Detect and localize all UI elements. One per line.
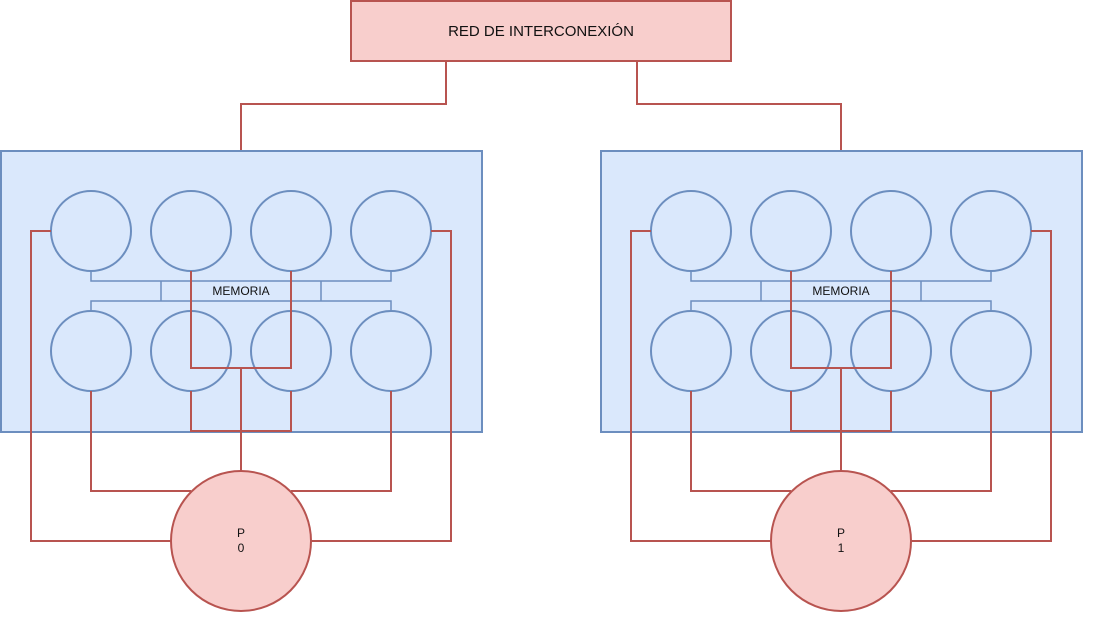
processor-wire <box>241 271 292 369</box>
memory-bus-spine-0 <box>160 281 322 301</box>
interconnection-network-label: RED DE INTERCONEXIÓN <box>448 23 634 40</box>
memory-bank <box>750 190 832 272</box>
memory-bank <box>250 190 332 272</box>
memory-bank <box>350 190 432 272</box>
interconnection-network-box <box>350 0 732 62</box>
memory-bank <box>850 190 932 272</box>
processor-id-1: 1 <box>838 541 845 555</box>
processor-id-0: 0 <box>238 541 245 555</box>
memory-bank <box>50 190 132 272</box>
network-link-node-0 <box>240 61 447 151</box>
processor-prefix-0: P <box>237 526 245 540</box>
processor-wire <box>891 391 992 492</box>
memory-bank <box>950 310 1032 392</box>
interconnection-network: RED DE INTERCONEXIÓN <box>350 0 732 62</box>
memory-label-0: MEMORIA <box>212 284 269 298</box>
processor-wire <box>30 230 171 542</box>
processor-wire <box>190 271 241 369</box>
memory-label-1: MEMORIA <box>812 284 869 298</box>
processor-wire <box>311 230 452 542</box>
node-1: MEMORIA P 1 <box>600 150 1083 612</box>
processor-wire <box>630 230 771 542</box>
processor-prefix-1: P <box>837 526 845 540</box>
processor-wire <box>291 391 392 492</box>
processor-wire <box>790 271 841 369</box>
node-0: MEMORIA P 0 <box>0 150 483 612</box>
memory-bank <box>650 190 732 272</box>
processor-wire <box>911 230 1052 542</box>
processor-wire <box>90 391 191 492</box>
memory-bus-spine-1 <box>760 281 922 301</box>
processor-wire <box>841 271 892 369</box>
network-link-node-1 <box>636 61 842 151</box>
processor-0 <box>170 470 312 612</box>
memory-bank <box>150 190 232 272</box>
memory-bank <box>650 310 732 392</box>
processor-wire <box>690 391 791 492</box>
processor-1 <box>770 470 912 612</box>
memory-bank <box>50 310 132 392</box>
memory-bank <box>950 190 1032 272</box>
memory-bank <box>350 310 432 392</box>
